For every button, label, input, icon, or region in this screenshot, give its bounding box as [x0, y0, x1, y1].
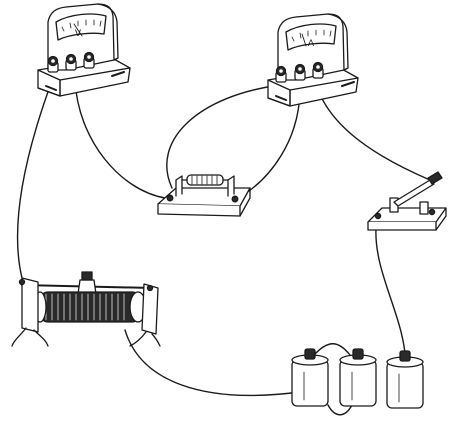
batteries [291, 348, 424, 409]
wires [16, 77, 431, 416]
ammeter-dial [285, 23, 337, 51]
wire-voltmeter-mid-to-resistor [74, 79, 166, 199]
battery-cell-2 [339, 348, 377, 407]
knife-switch [367, 171, 447, 231]
switch-blade [393, 179, 435, 207]
wire-ammeter-left-to-resistor [166, 84, 282, 189]
voltmeter: V [37, 3, 131, 97]
ammeter: A [267, 13, 359, 107]
voltmeter-dial-label: V [75, 29, 82, 39]
ammeter-terminals [275, 61, 324, 83]
battery-cell-3 [386, 350, 424, 409]
resistor-board [157, 174, 251, 217]
wire-switch-to-battery [375, 227, 406, 354]
battery-cell-1 [291, 348, 329, 407]
rheostat [11, 271, 161, 347]
voltmeter-terminals [47, 51, 95, 73]
wire-battery-link-1 [313, 343, 351, 356]
wire-battery-link-2 [327, 404, 353, 416]
switch-handle [427, 171, 443, 185]
wire-rheostat-to-battery [124, 329, 301, 397]
ammeter-dial-label: A [308, 39, 315, 49]
wire-voltmeter-left-to-rheostat [16, 77, 54, 279]
voltmeter-dial [55, 13, 107, 41]
rheostat-coil [39, 291, 141, 323]
wire-ammeter-right-to-switch [317, 89, 431, 181]
